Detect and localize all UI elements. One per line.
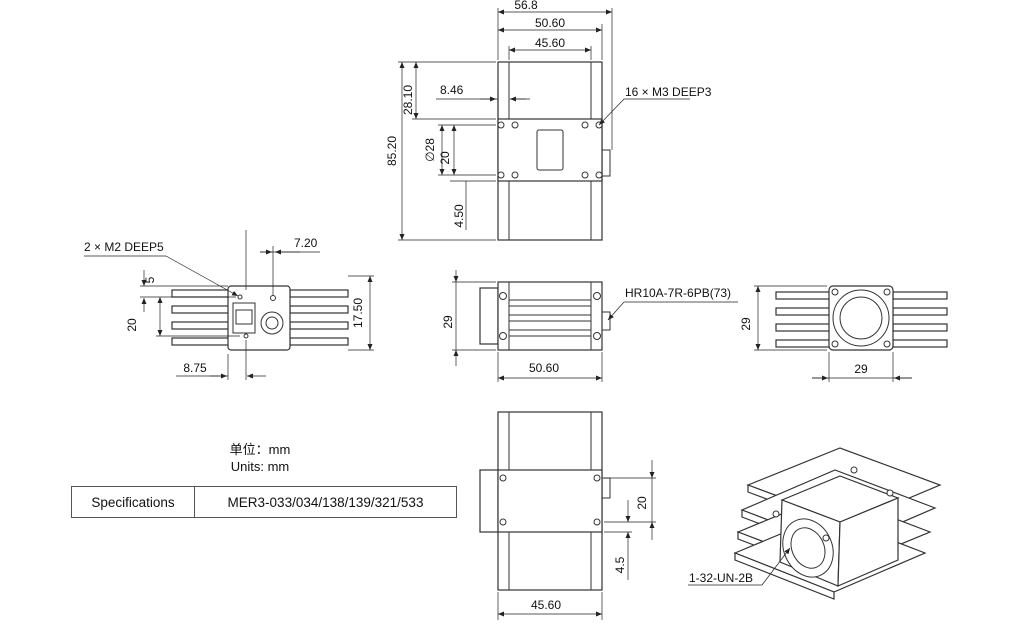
dim-top-width-overall: 56.8 [514,0,538,12]
dim-rear-offset-y: 5 [143,276,157,283]
dim-top-hole-spacing: 20 [438,151,452,165]
dim-rear-height: 17.50 [351,298,365,328]
bottom-view: 20 4.5 45.60 [479,411,656,620]
dim-top-offset: 8.46 [440,83,464,97]
rear-view: 2 × M2 DEEP5 7.20 5 20 17.50 8.75 [84,230,374,380]
specifications-label: Specifications [72,487,195,517]
dim-rear-offset-x: 7.20 [294,236,318,250]
dim-top-height-upper: 28.10 [401,85,415,115]
dim-front-width: 29 [854,362,868,376]
top-view: 56.8 50.60 45.60 8.46 16 × M3 DEEP3 85.2… [385,0,712,241]
dim-top-diameter: ∅28 [423,138,437,162]
note-rear-threads: 2 × M2 DEEP5 [84,240,164,254]
dim-rear-hole-spacing: 20 [125,318,139,332]
note-top-threads: 16 × M3 DEEP3 [625,85,712,99]
dim-top-bottom-offset: 4.50 [452,204,466,228]
units-note: 单位：mm Units: mm [180,441,340,475]
side-view: 29 50.60 HR10A-7R-6PB(73) [441,270,738,382]
dim-rear-offset-bottom: 8.75 [183,361,207,375]
dim-top-width-mid: 50.60 [535,16,565,30]
units-note-english: Units: mm [230,459,290,474]
dim-top-height-total: 85.20 [385,136,399,166]
note-side-connector: HR10A-7R-6PB(73) [625,286,731,300]
dim-top-width-inner: 45.60 [535,36,565,50]
dim-bottom-offset: 4.5 [613,556,627,573]
units-note-chinese: 单位：mm [229,442,291,457]
dim-side-width: 50.60 [529,361,559,375]
isometric-view: 1-32-UN-2B [688,447,942,600]
note-lens-mount: 1-32-UN-2B [689,571,753,585]
dim-bottom-width: 45.60 [531,598,561,612]
dim-front-height: 29 [739,317,753,331]
dim-bottom-hole-spacing: 20 [635,496,649,510]
dim-side-height: 29 [441,315,455,329]
specifications-value: MER3-033/034/138/139/321/533 [227,494,424,510]
front-view: 29 29 [739,285,948,382]
specifications-table: Specifications MER3-033/034/138/139/321/… [71,486,457,518]
